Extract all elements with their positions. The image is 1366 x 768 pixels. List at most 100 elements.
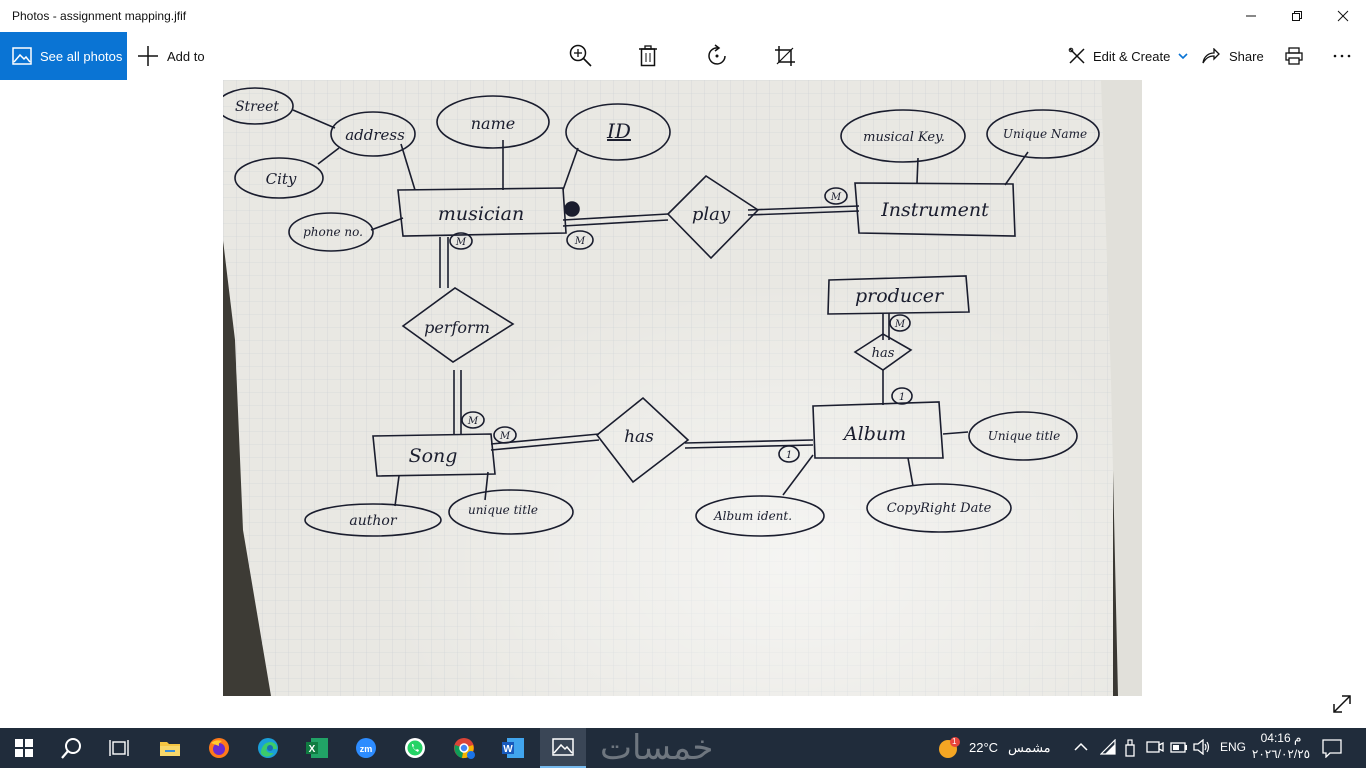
attr-street-text: Street xyxy=(235,99,279,115)
close-button[interactable] xyxy=(1320,0,1366,32)
search-button[interactable] xyxy=(52,732,92,764)
attr-unique-title-song xyxy=(448,489,574,535)
notifications-button[interactable] xyxy=(1322,738,1342,763)
chrome-button[interactable] xyxy=(444,732,484,764)
task-view-button[interactable] xyxy=(99,732,139,764)
task-view-icon xyxy=(109,740,129,756)
camera-button[interactable] xyxy=(1146,739,1164,760)
entity-producer-text: producer xyxy=(855,285,945,307)
weather-widget[interactable]: 1 xyxy=(938,737,960,759)
trash-icon xyxy=(639,45,657,67)
attr-album-ident-text: Album ident. xyxy=(713,509,792,523)
attr-city-text: City xyxy=(266,170,297,188)
volume-button[interactable] xyxy=(1193,738,1211,760)
crop-button[interactable] xyxy=(774,32,796,80)
card-album-producer: 1 xyxy=(899,392,905,403)
relationship-perform xyxy=(401,287,515,363)
language-indicator[interactable]: ENG xyxy=(1220,740,1247,754)
usb-button[interactable] xyxy=(1124,739,1136,762)
attr-author xyxy=(304,503,442,537)
whatsapp-button[interactable] xyxy=(395,732,435,764)
attr-musical-key-text: musical Key. xyxy=(863,130,945,145)
edge-icon xyxy=(258,738,278,758)
entity-producer xyxy=(827,275,970,315)
attr-name-text: name xyxy=(471,114,515,133)
card-song-has: M xyxy=(499,431,511,442)
excel-button[interactable]: X xyxy=(297,732,337,764)
share-icon xyxy=(1202,48,1220,64)
attr-unique-title-song-text: unique title xyxy=(468,503,538,517)
firefox-button[interactable] xyxy=(199,732,239,764)
svg-text:zm: zm xyxy=(360,744,373,754)
see-all-photos-button[interactable]: See all photos xyxy=(0,32,127,80)
edit-create-button[interactable]: Edit & Create xyxy=(1068,32,1189,80)
edge-button[interactable] xyxy=(248,732,288,764)
fullscreen-button[interactable] xyxy=(1330,692,1354,716)
window-title: Photos - assignment mapping.jfif xyxy=(12,9,187,23)
word-icon: W xyxy=(502,738,524,758)
clock-time: 04:16 م xyxy=(1260,731,1302,745)
card-album-has: 1 xyxy=(786,450,792,461)
add-to-button[interactable]: Add to xyxy=(137,32,205,80)
attr-unique-name-text: Unique Name xyxy=(1003,127,1087,141)
line-phone-musician xyxy=(370,217,404,231)
delete-button[interactable] xyxy=(638,32,658,80)
card-instrument-play: M xyxy=(830,192,842,203)
file-explorer-button[interactable] xyxy=(150,732,190,764)
photos-toolbar: See all photos Add to Edit & Create Shar… xyxy=(0,32,1366,80)
photo-image[interactable]: Street address name ID City phone no. mu… xyxy=(223,80,1142,696)
attr-address-text: address xyxy=(345,126,405,144)
start-button[interactable] xyxy=(4,732,44,764)
photos-taskbar-icon xyxy=(552,738,574,756)
crop-icon xyxy=(775,46,795,66)
attr-author-text: author xyxy=(349,513,397,529)
entity-instrument xyxy=(854,182,1016,237)
attr-id xyxy=(565,103,671,161)
entity-album-text: Album xyxy=(842,423,906,445)
attr-copyright-date-text: CopyRight Date xyxy=(887,501,992,516)
entity-musician xyxy=(397,187,567,237)
attr-street xyxy=(223,87,294,125)
attr-phone-text: phone no. xyxy=(303,225,363,239)
more-options-button[interactable] xyxy=(1333,32,1351,80)
attr-city xyxy=(234,157,324,199)
zoom-app-button[interactable]: zm xyxy=(346,732,386,764)
minimize-icon xyxy=(1246,15,1256,17)
attr-id-text: ID xyxy=(606,119,631,143)
more-icon xyxy=(1333,54,1351,58)
see-all-photos-label: See all photos xyxy=(40,48,123,64)
windows-icon xyxy=(15,739,33,757)
photos-taskbar-button[interactable] xyxy=(540,728,586,768)
relationship-has-text: has xyxy=(624,427,654,447)
clock[interactable]: 04:16 م ٢٠٢٦/٠٢/٢٥ xyxy=(1250,731,1312,761)
line-city-address xyxy=(317,147,340,165)
zoom-button[interactable] xyxy=(569,32,593,80)
share-button[interactable]: Share xyxy=(1202,32,1264,80)
minimize-button[interactable] xyxy=(1228,0,1274,32)
photo-viewer: Street address name ID City phone no. mu… xyxy=(0,80,1366,728)
battery-button[interactable] xyxy=(1170,739,1188,760)
print-icon xyxy=(1285,47,1303,65)
attr-phone xyxy=(288,212,374,252)
word-button[interactable]: W xyxy=(493,732,533,764)
share-label: Share xyxy=(1229,48,1264,64)
folder-icon xyxy=(160,742,180,756)
line-address-musician xyxy=(400,143,416,191)
zoom-in-icon xyxy=(569,44,592,67)
card-musician-play: M xyxy=(574,236,586,247)
add-to-label: Add to xyxy=(167,48,205,64)
weather-badge: 1 xyxy=(952,737,957,746)
attr-copyright-date xyxy=(866,483,1012,533)
relationship-has-producer xyxy=(853,333,913,371)
rotate-button[interactable] xyxy=(705,32,729,80)
show-hidden-icons-button[interactable] xyxy=(1074,740,1088,758)
network-button[interactable] xyxy=(1099,738,1116,760)
attr-unique-title-album xyxy=(968,411,1078,461)
restore-button[interactable] xyxy=(1274,0,1320,32)
print-button[interactable] xyxy=(1285,32,1303,80)
expand-icon xyxy=(1333,695,1351,713)
excel-icon: X xyxy=(306,738,328,758)
entity-instrument-text: Instrument xyxy=(880,199,989,221)
rotate-icon xyxy=(708,44,726,65)
zoom-app-icon: zm xyxy=(356,738,376,758)
